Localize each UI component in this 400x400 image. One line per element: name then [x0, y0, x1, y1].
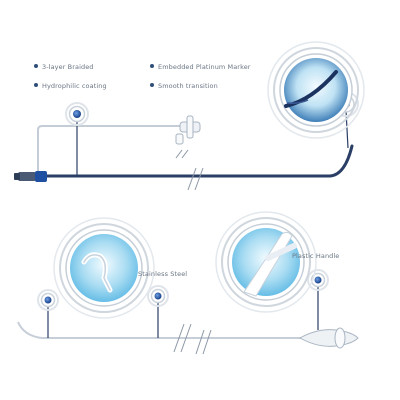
feature-braided: 3-layer Braided — [34, 63, 94, 71]
wire-bottom-shaft — [17, 321, 305, 339]
feature-marker-text: Embedded Platinum Marker — [158, 63, 251, 71]
marker-wire-tip — [37, 289, 59, 338]
marker-handle — [307, 269, 329, 330]
break-mark — [195, 329, 205, 355]
callout-stainless: Stainless Steel — [138, 270, 188, 278]
break-mark — [181, 149, 189, 159]
catheter-top — [14, 115, 354, 191]
stopcock-valve — [175, 115, 201, 145]
catheter-top-branch — [37, 125, 190, 176]
break-mark — [202, 329, 212, 355]
luer-hub — [18, 172, 36, 181]
marker-stainless — [147, 285, 169, 338]
luer-hub-cap — [14, 173, 20, 180]
bullet-icon — [34, 64, 38, 68]
feature-marker: Embedded Platinum Marker — [150, 63, 251, 71]
feature-hydrophilic-text: Hydrophilic coating — [42, 82, 107, 90]
magnifier-wire — [53, 217, 155, 319]
feature-hydrophilic: Hydrophilic coating — [34, 82, 107, 90]
break-mark — [175, 149, 183, 159]
marker-braided — [65, 102, 89, 176]
break-mark — [180, 323, 192, 353]
plastic-handle — [298, 327, 359, 349]
catheter-top-shaft — [28, 144, 354, 178]
feature-transition-text: Smooth transition — [158, 82, 218, 90]
callout-handle: Plastic Handle — [292, 252, 340, 260]
bullet-icon — [150, 83, 154, 87]
break-mark — [194, 167, 204, 191]
wire-bottom — [17, 321, 305, 355]
magnifier-tip — [267, 41, 365, 139]
feature-braided-text: 3-layer Braided — [42, 63, 94, 71]
break-mark — [173, 323, 185, 353]
feature-transition: Smooth transition — [150, 82, 218, 90]
bullet-icon — [150, 64, 154, 68]
magnifier-handle — [215, 211, 317, 313]
break-mark — [187, 167, 197, 191]
bullet-icon — [34, 83, 38, 87]
luer-hub-collar — [35, 171, 47, 182]
